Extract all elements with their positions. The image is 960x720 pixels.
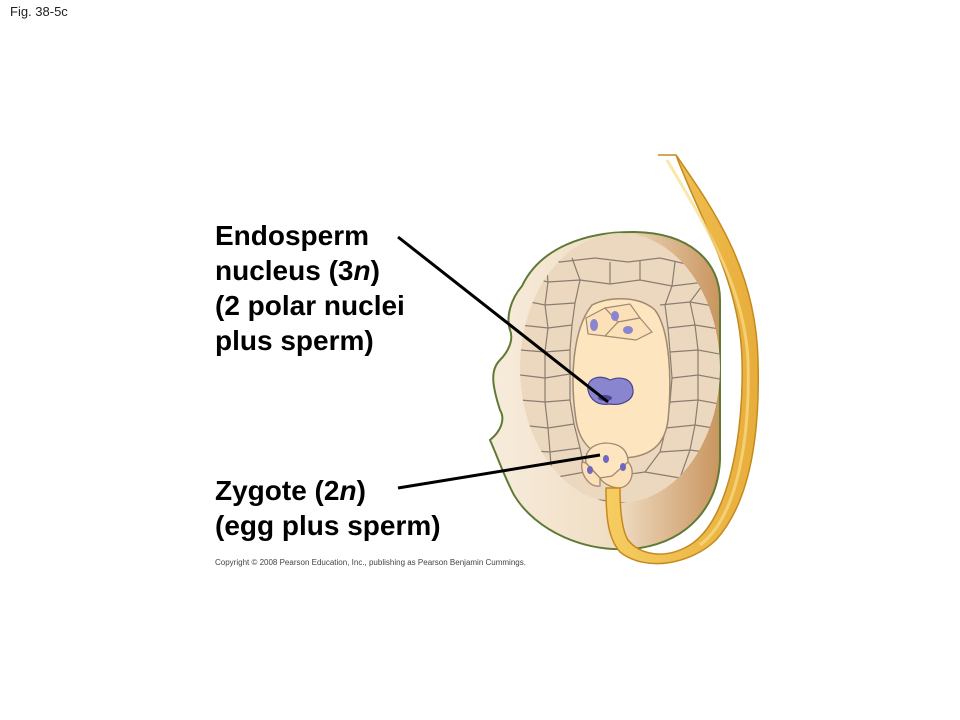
endosperm-label-line3: (2 polar nuclei	[215, 290, 405, 321]
zygote-nucleus	[603, 455, 609, 463]
zygote-label-line1: Zygote (2n)	[215, 475, 366, 506]
endosperm-label-line1: Endosperm	[215, 220, 370, 251]
endosperm-nucleus-label: Endosperm nucleus (3n) (2 polar nuclei p…	[215, 218, 405, 358]
antipodal-cells	[585, 303, 653, 341]
copyright-notice: Copyright © 2008 Pearson Education, Inc.…	[215, 558, 526, 567]
zygote-pointer-line	[397, 453, 601, 490]
zygote-region	[581, 442, 633, 489]
endosperm-label-line4: plus sperm)	[215, 325, 374, 356]
zygote-label-line2: (egg plus sperm)	[215, 510, 441, 541]
figure-label: Fig. 38-5c	[10, 4, 68, 19]
zygote-label: Zygote (2n) (egg plus sperm)	[215, 473, 441, 543]
endosperm-label-line2: nucleus (3n)	[215, 255, 380, 286]
embryo-sac	[572, 298, 671, 459]
endosperm-pointer-line	[397, 235, 609, 404]
